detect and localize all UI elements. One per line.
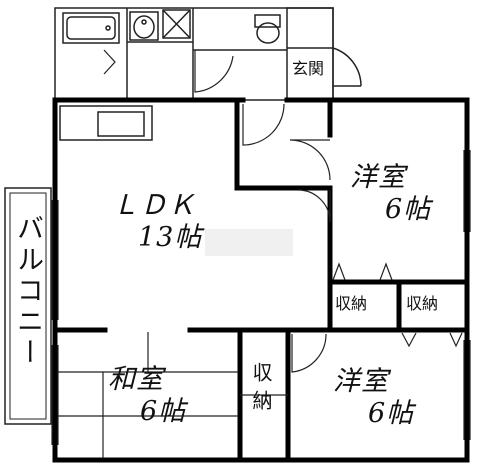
closet-right-label: 収納 xyxy=(406,294,439,313)
walls xyxy=(52,97,470,463)
balcony-inner xyxy=(9,192,47,420)
western-upper-name: 洋室 xyxy=(350,162,406,193)
windows xyxy=(51,150,471,445)
entrance-area xyxy=(286,7,362,101)
bathtub-icon xyxy=(62,12,120,44)
ldk-highlight xyxy=(205,229,293,256)
toilet-icon xyxy=(254,14,281,44)
western-upper-size: 6帖 xyxy=(385,194,432,225)
balcony-outline xyxy=(4,187,52,425)
western-lower-size: 6帖 xyxy=(368,398,415,429)
closet-door-marks xyxy=(332,262,463,348)
washbasin-icon xyxy=(129,11,159,41)
laundry-pan-icon xyxy=(162,9,191,39)
balcony-label: バルコニー xyxy=(12,214,43,369)
closet-left-label: 収納 xyxy=(335,294,368,313)
utility-area xyxy=(54,7,334,101)
tatami-lines xyxy=(58,332,238,458)
door-swings-utility xyxy=(103,49,234,93)
kitchen-counter xyxy=(59,105,153,141)
ldk-size: 13帖 xyxy=(138,222,203,253)
japanese-name: 和室 xyxy=(108,364,164,395)
door-swings-hall xyxy=(242,103,331,223)
entrance-label: 玄関 xyxy=(292,59,325,78)
japanese-size: 6帖 xyxy=(140,396,187,427)
door-swings-lower xyxy=(291,333,327,373)
western-lower-name: 洋室 xyxy=(333,366,389,397)
closet-tall-label: 収納 xyxy=(249,362,273,418)
ldk-name: ＬＤＫ xyxy=(112,190,196,221)
